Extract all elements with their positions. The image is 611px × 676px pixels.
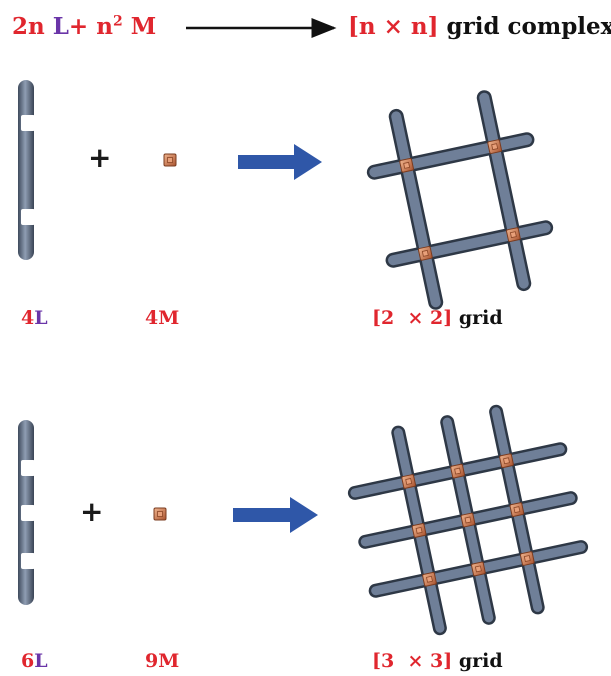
binding-site: [21, 505, 35, 521]
metal-node: [401, 473, 417, 490]
metal-ion: [153, 507, 167, 521]
header-bracket: [n × n]: [348, 13, 439, 40]
grid-label-2x2: [2 × 2] grid: [372, 307, 503, 329]
binding-site: [21, 209, 35, 225]
header-plus: +: [68, 13, 89, 40]
metal-label-9M: 9M: [145, 650, 180, 672]
metal-node: [421, 571, 438, 587]
metal-node: [505, 227, 521, 243]
binding-site: [21, 460, 35, 476]
metal-node: [519, 550, 535, 567]
binding-site: [21, 553, 35, 569]
header-suffix: grid complex: [446, 13, 611, 40]
header-coef: 2n: [12, 13, 45, 40]
metal-node: [509, 501, 525, 518]
ligand-label-4L: 4L: [21, 307, 48, 329]
metal-label-4M: 4M: [145, 307, 180, 329]
reaction-arrow: [238, 144, 322, 180]
metal-node: [498, 453, 515, 469]
header-equation: 2n L+ n2 M: [12, 13, 156, 40]
metal-node: [411, 522, 427, 539]
header-metal-letter: M: [130, 13, 157, 40]
grid-bracket: [3 × 3]: [372, 650, 453, 672]
grid-label-3x3: [3 × 3] grid: [372, 650, 503, 672]
header-result: [n × n] grid complex: [348, 13, 611, 40]
grid-word: grid: [458, 650, 503, 672]
reaction-arrow: [233, 497, 318, 533]
grid-bracket: [2 × 2]: [372, 307, 453, 329]
plus-sign: +: [80, 495, 104, 528]
metal-node: [460, 512, 476, 528]
metal-node: [470, 561, 487, 577]
grid-3x3: [347, 404, 589, 636]
grid-2x2: [366, 90, 554, 310]
metal-node: [399, 157, 415, 173]
ligand-letter: L: [34, 307, 48, 329]
ligand-letter: L: [34, 650, 48, 672]
metal-node: [449, 463, 466, 479]
ligand-count: 6: [21, 650, 35, 672]
ligand-rod-3-site: [18, 420, 35, 605]
header-ligand-letter: L: [52, 13, 69, 40]
ligand-label-6L: 6L: [21, 650, 48, 672]
binding-site: [21, 115, 35, 131]
metal-node: [417, 245, 433, 261]
grid-word: grid: [458, 307, 503, 329]
header-n: n: [96, 13, 113, 40]
ligand-rod-2-site: [18, 80, 35, 260]
ligand-count: 4: [21, 307, 35, 329]
header-exponent: 2: [112, 13, 123, 30]
plus-sign: +: [88, 141, 112, 174]
metal-node: [487, 139, 503, 155]
metal-ion: [163, 153, 177, 167]
